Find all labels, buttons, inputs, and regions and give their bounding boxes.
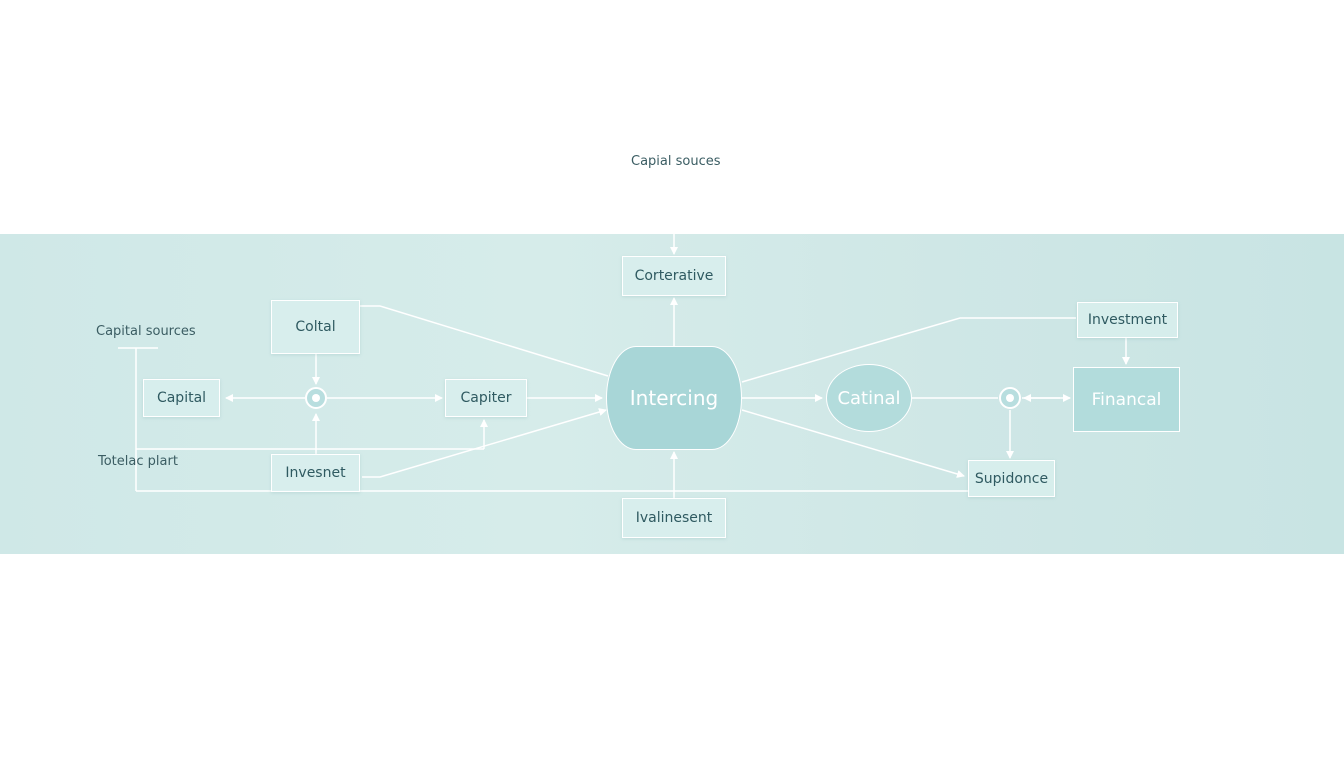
node-supidonce[interactable]: Supidonce xyxy=(968,460,1055,497)
node-capital[interactable]: Capital xyxy=(143,379,220,417)
node-capiter[interactable]: Capiter xyxy=(445,379,527,417)
node-invesnet[interactable]: Invesnet xyxy=(271,454,360,492)
node-coltal[interactable]: Coltal xyxy=(271,300,360,354)
edge-center-investment xyxy=(741,317,1076,383)
node-investment[interactable]: Investment xyxy=(1077,302,1178,338)
edge-invesnet-center xyxy=(362,408,607,478)
junction-right[interactable] xyxy=(999,387,1021,409)
node-financal[interactable]: Financal xyxy=(1073,367,1180,432)
node-center-intercing[interactable]: Intercing xyxy=(606,346,742,450)
node-ivalinesent[interactable]: Ivalinesent xyxy=(622,498,726,538)
edge-center-supidonce xyxy=(741,409,965,478)
node-corterative[interactable]: Corterative xyxy=(622,256,726,296)
node-catinal[interactable]: Catinal xyxy=(826,364,912,432)
left-label-totelac-plart: Totelac plart xyxy=(98,454,178,469)
left-label-capital-sources: Capital sources xyxy=(96,324,196,339)
edge-coltal-center xyxy=(360,305,609,377)
junction-left[interactable] xyxy=(305,387,327,409)
top-label: Capial souces xyxy=(631,154,721,169)
